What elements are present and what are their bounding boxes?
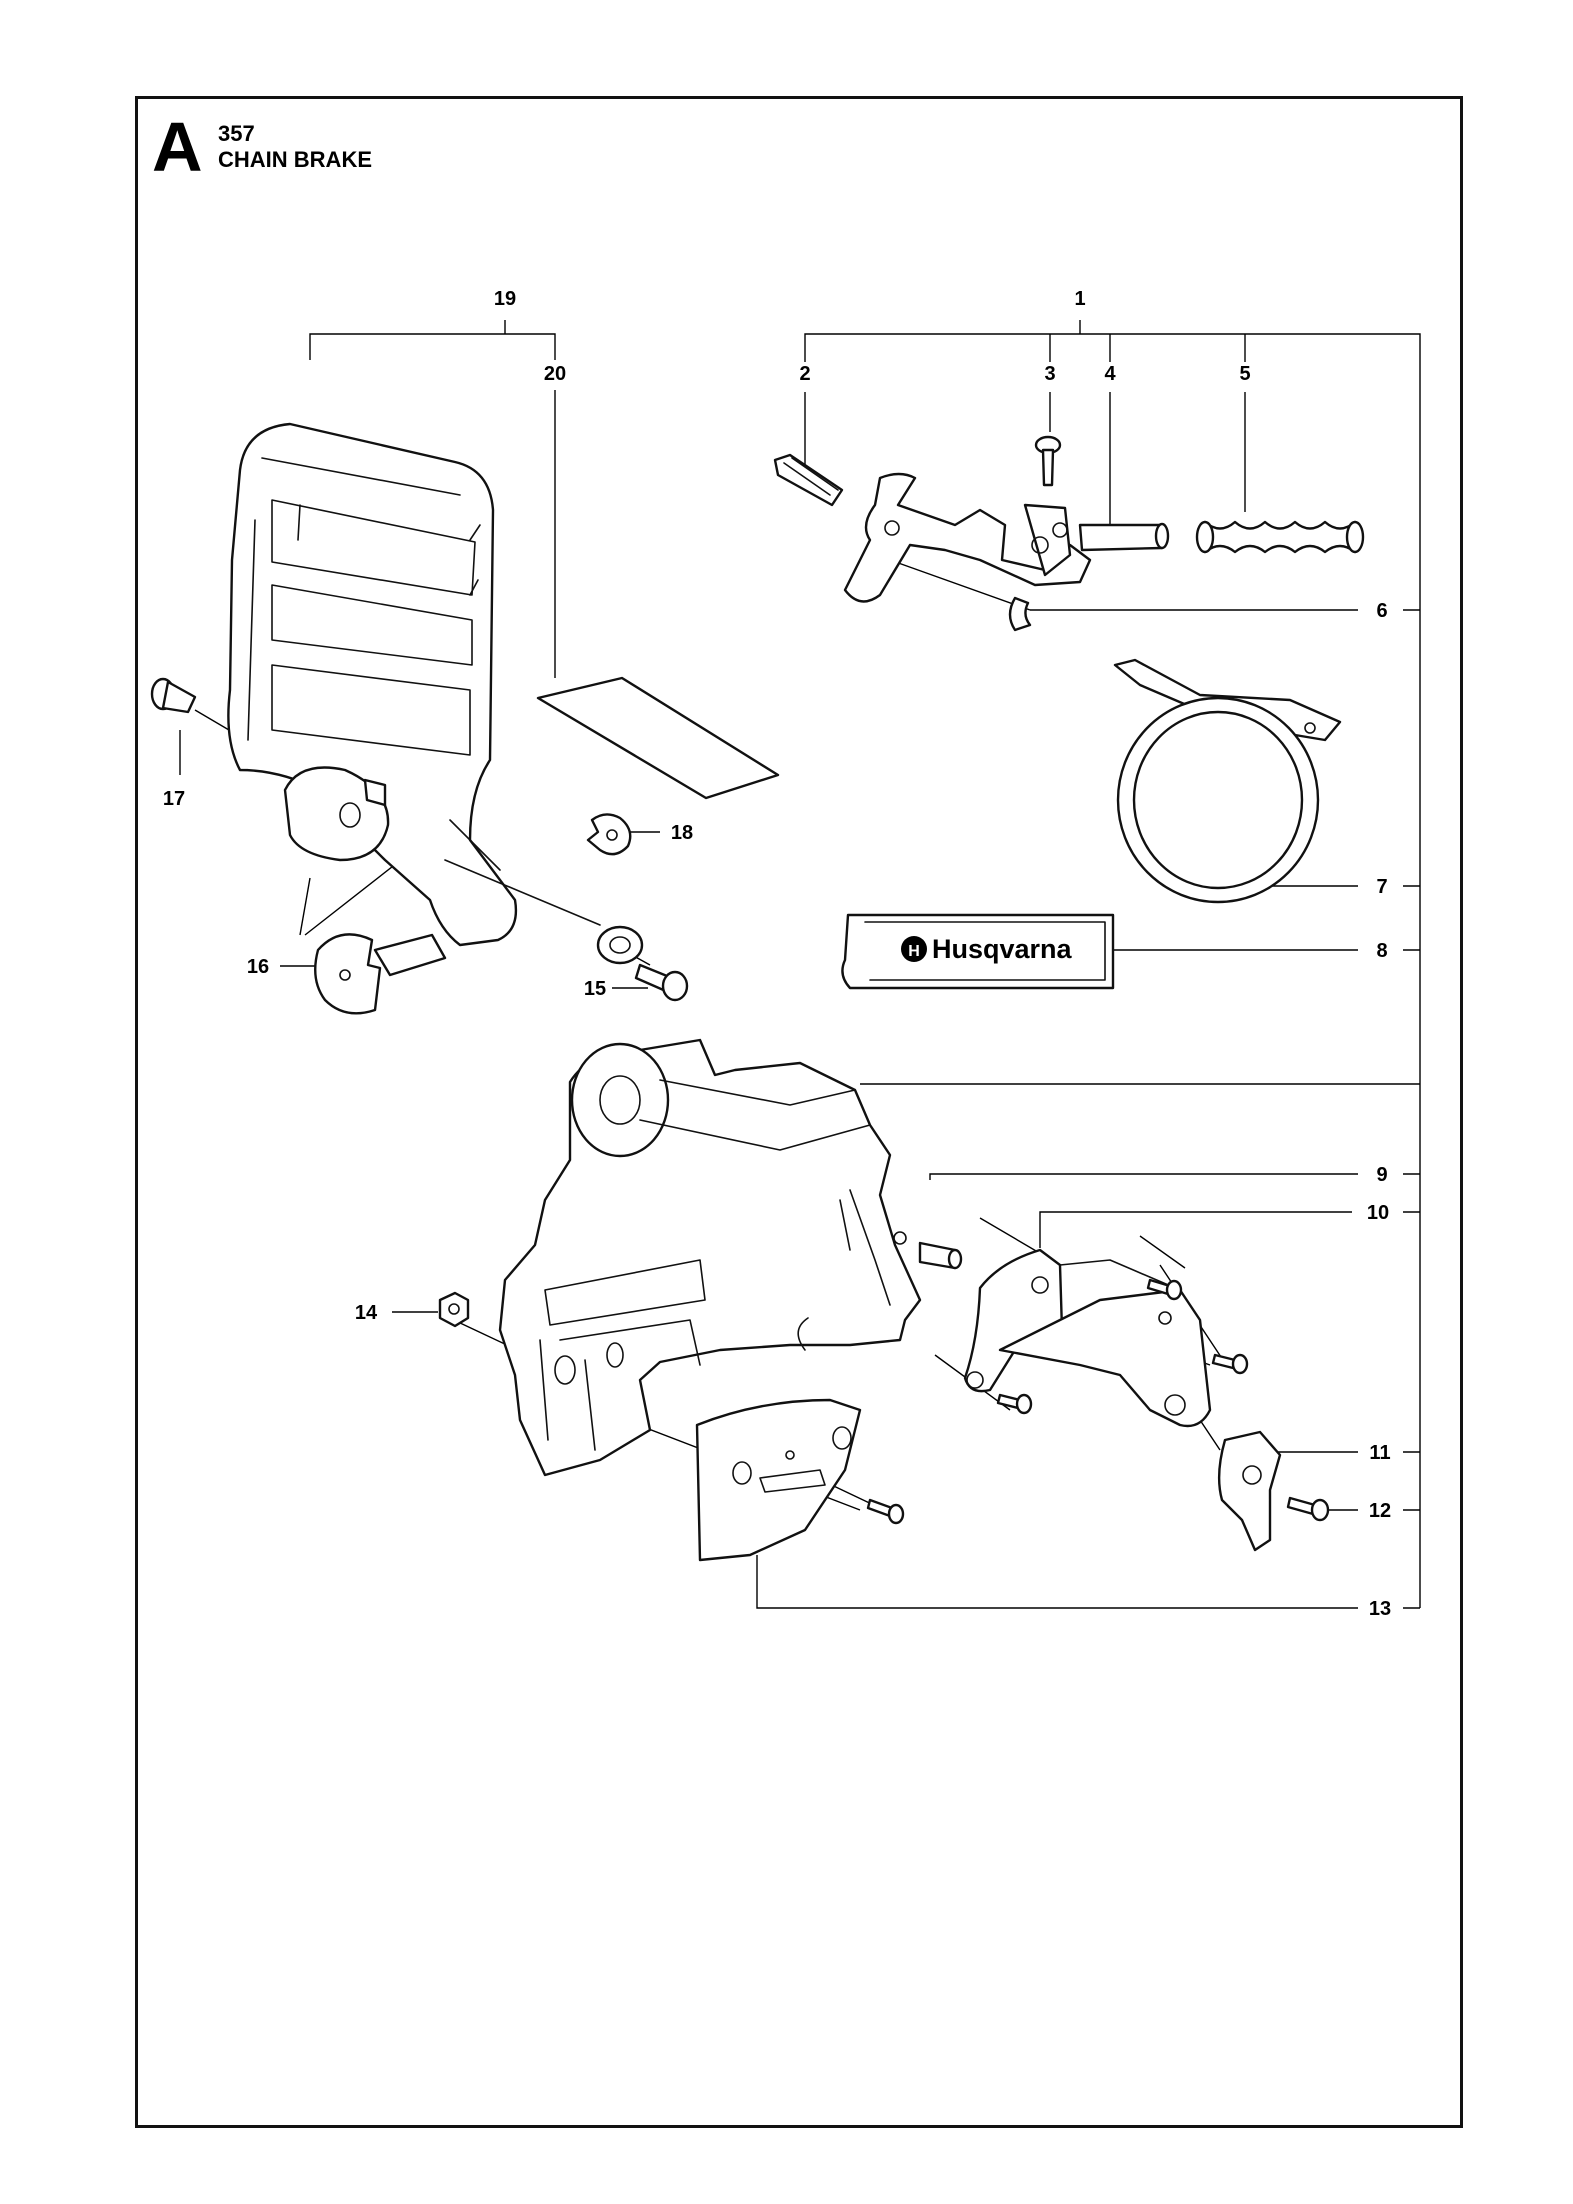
callout-10: 10 bbox=[1367, 1202, 1389, 1224]
decal-brand-text: Husqvarna bbox=[932, 934, 1073, 964]
callout-7: 7 bbox=[1376, 876, 1387, 898]
model-number: 357 bbox=[218, 121, 255, 146]
husqvarna-logo-icon: H bbox=[901, 936, 927, 962]
pin-9-part bbox=[893, 1231, 963, 1270]
callout-4: 4 bbox=[1104, 363, 1116, 385]
pivot-16-part bbox=[314, 933, 447, 1015]
callout-3: 3 bbox=[1044, 363, 1055, 385]
callout-19: 19 bbox=[494, 288, 516, 310]
section-title: CHAIN BRAKE bbox=[218, 147, 372, 172]
callout-16: 16 bbox=[247, 956, 269, 978]
callout-20: 20 bbox=[544, 363, 566, 385]
decal-8-part: H Husqvarna bbox=[841, 913, 1115, 990]
callout-9: 9 bbox=[1376, 1164, 1387, 1186]
leader-lines bbox=[179, 320, 1421, 1609]
screw-3-part bbox=[1034, 435, 1062, 487]
svg-text:H: H bbox=[908, 943, 920, 960]
chain-guide-10-part bbox=[963, 1248, 1212, 1428]
callout-2: 2 bbox=[799, 363, 810, 385]
hand-guard-part bbox=[227, 422, 644, 965]
callout-6: 6 bbox=[1376, 600, 1387, 622]
callout-12: 12 bbox=[1369, 1500, 1391, 1522]
callout-5: 5 bbox=[1239, 363, 1250, 385]
clip-6-part bbox=[1008, 596, 1032, 632]
bolt-15-part bbox=[634, 963, 689, 1002]
callout-13: 13 bbox=[1369, 1598, 1391, 1620]
brake-band-part bbox=[1113, 658, 1342, 904]
diagram-frame bbox=[135, 96, 1463, 2128]
spring-5-part bbox=[1195, 520, 1365, 554]
nut-14-part bbox=[438, 1291, 470, 1328]
callout-1: 1 bbox=[1074, 288, 1085, 310]
label-sticker-part bbox=[536, 676, 780, 800]
brake-lever-part bbox=[773, 453, 1170, 603]
clutch-cover-part bbox=[498, 1038, 922, 1477]
chain-catcher-11-part bbox=[1217, 1430, 1282, 1552]
callout-labels: 19 20 1 2 3 4 5 6 7 8 9 10 11 12 13 14 1… bbox=[163, 288, 1391, 1620]
callout-8: 8 bbox=[1376, 940, 1387, 962]
section-letter: A bbox=[152, 108, 203, 186]
callout-11: 11 bbox=[1369, 1442, 1390, 1464]
guide-screws-part bbox=[996, 1278, 1249, 1415]
callout-17: 17 bbox=[163, 788, 185, 810]
washer-18-part bbox=[586, 813, 632, 856]
callout-14: 14 bbox=[355, 1302, 378, 1324]
screw-12-part bbox=[1286, 1496, 1330, 1522]
callout-18: 18 bbox=[671, 822, 693, 844]
cover-plate-13-part bbox=[695, 1398, 905, 1562]
callout-15: 15 bbox=[584, 978, 606, 1000]
screw-17-part bbox=[150, 677, 197, 714]
